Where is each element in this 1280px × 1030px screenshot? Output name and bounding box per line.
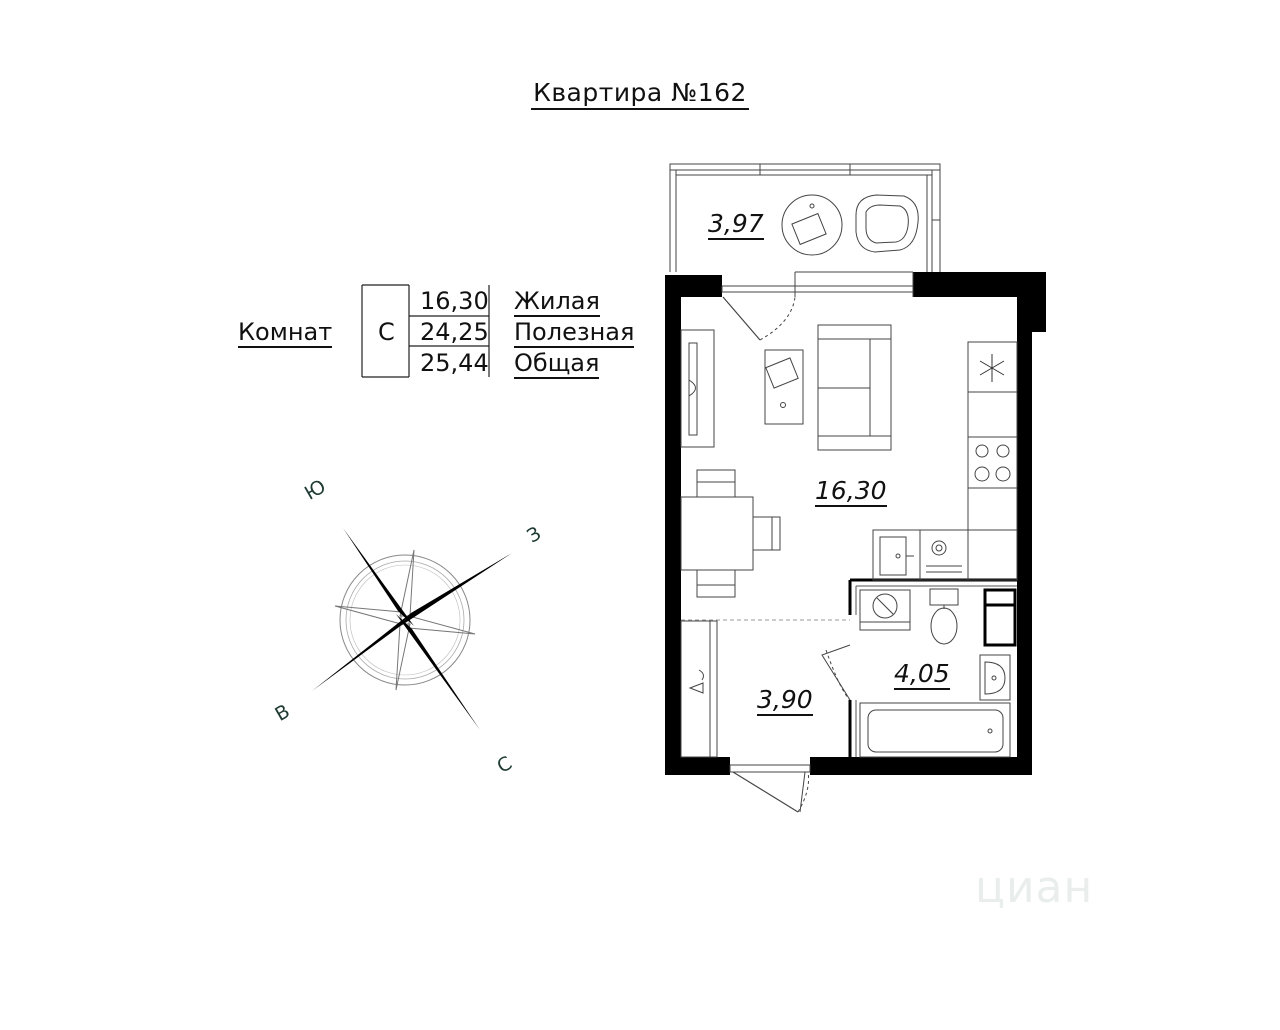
living-room-area: 16,30	[815, 476, 887, 507]
wardrobe	[680, 620, 718, 758]
rooms-label: Комнат	[238, 318, 333, 348]
apartment-title: Квартира №162	[0, 78, 1280, 110]
useful-area-label: Полезная	[514, 318, 635, 348]
balcony-area: 3,97	[708, 209, 764, 240]
compass-needle-south	[343, 528, 414, 626]
room-code: С	[378, 318, 395, 346]
coffee-table	[764, 349, 804, 425]
watermark-logo: циан	[975, 862, 1094, 913]
living-area-label: Жилая	[514, 287, 600, 317]
total-area-label: Общая	[514, 349, 600, 379]
compass-needle-west	[399, 553, 512, 627]
bathroom-area: 4,05	[894, 659, 950, 690]
hall-area: 3,90	[757, 685, 813, 716]
useful-area-value: 24,25	[420, 318, 489, 346]
balcony	[669, 163, 941, 272]
tv-stand	[680, 329, 715, 448]
compass-needle-east	[312, 613, 411, 691]
sofa	[817, 324, 892, 451]
entrance-door	[729, 764, 811, 813]
bathroom-door	[821, 644, 851, 701]
compass-needle-north	[396, 614, 480, 730]
dining-table	[680, 469, 781, 598]
total-area-value: 25,44	[420, 349, 489, 377]
balcony-door	[721, 271, 914, 341]
bathroom-fixtures	[859, 588, 1017, 758]
kitchen-counter	[872, 341, 1018, 581]
walls	[665, 272, 1046, 775]
living-area-value: 16,30	[420, 287, 489, 315]
